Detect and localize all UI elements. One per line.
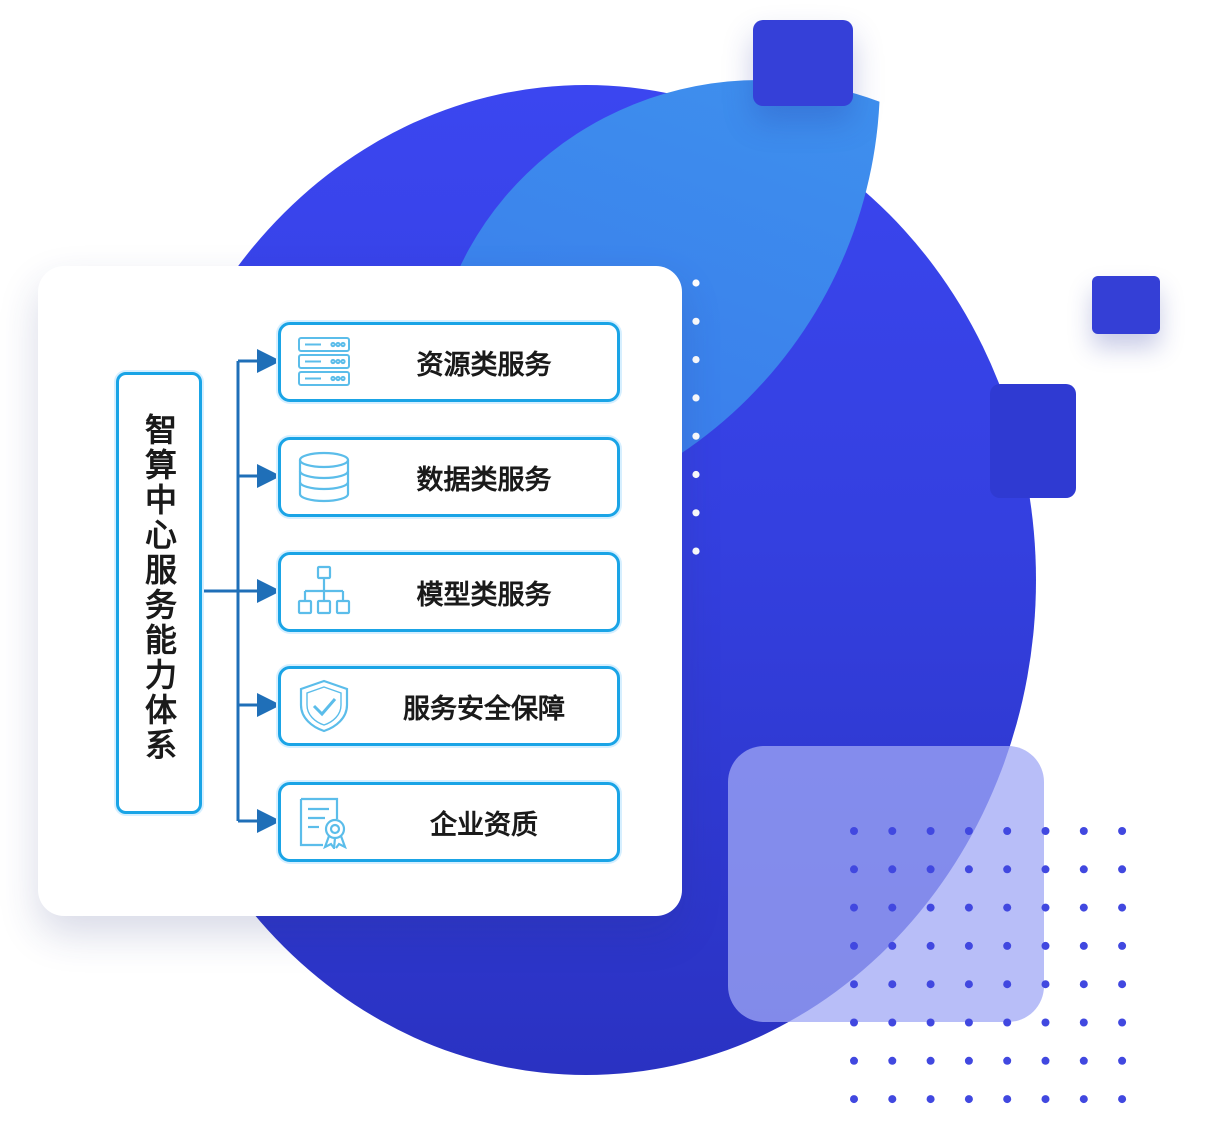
decor-dot xyxy=(926,980,935,989)
decor-dot xyxy=(1079,1095,1088,1104)
decor-dot xyxy=(1041,980,1050,989)
node-data-services: 数据类服务 xyxy=(278,437,620,517)
decor-square-mid xyxy=(990,384,1076,498)
decor-dot xyxy=(1041,903,1050,912)
node-resource-services: 资源类服务 xyxy=(278,322,620,402)
decor-dot xyxy=(1003,865,1012,874)
decor-dot xyxy=(1118,865,1127,874)
decor-dot xyxy=(888,980,897,989)
decor-dot xyxy=(1003,903,1012,912)
node-label: 数据类服务 xyxy=(416,464,552,496)
decor-dot xyxy=(1003,827,1012,835)
decor-dot xyxy=(692,547,700,555)
shield-check-icon xyxy=(299,679,349,733)
decor-dot xyxy=(1079,1056,1088,1065)
decor-dot xyxy=(850,1095,858,1104)
decor-dot xyxy=(1003,1018,1012,1027)
decor-dot xyxy=(888,827,897,835)
decor-dot xyxy=(692,317,700,325)
decor-dot xyxy=(1079,980,1088,989)
decor-dot xyxy=(1118,980,1127,989)
dot-grid xyxy=(850,827,1127,1104)
server-rack-icon xyxy=(298,337,350,386)
decor-dot xyxy=(926,1056,935,1065)
white-dot-column xyxy=(692,279,700,555)
decor-dot xyxy=(964,980,973,989)
decor-dot xyxy=(888,1056,897,1065)
decor-dot xyxy=(1003,941,1012,950)
decor-dot xyxy=(964,827,973,835)
decor-dot xyxy=(964,1056,973,1065)
decor-dot xyxy=(1041,941,1050,950)
decor-dot xyxy=(888,903,897,912)
decor-dot xyxy=(1079,1018,1088,1027)
decor-dot xyxy=(1118,903,1127,912)
decor-dot xyxy=(692,356,700,364)
root-node: 智算中心服务能力体系 xyxy=(116,372,202,814)
decor-dot xyxy=(1079,941,1088,950)
decor-dot xyxy=(926,1095,935,1104)
decor-dot xyxy=(964,1095,973,1104)
decor-dot xyxy=(1118,1056,1127,1065)
decor-dot xyxy=(692,279,700,287)
decor-dot xyxy=(850,1056,858,1065)
decor-dot xyxy=(1041,1018,1050,1027)
decor-dot xyxy=(1118,1095,1127,1104)
decor-dot xyxy=(1003,1095,1012,1104)
decor-dot xyxy=(888,1095,897,1104)
node-label: 服务安全保障 xyxy=(403,693,565,725)
hierarchy-icon xyxy=(297,565,351,615)
decor-dot xyxy=(1003,980,1012,989)
decor-dot xyxy=(1118,827,1127,835)
decor-dot xyxy=(964,941,973,950)
decor-dot xyxy=(964,1018,973,1027)
decor-dot xyxy=(1118,1018,1127,1027)
decor-dot xyxy=(692,509,700,517)
decor-square-right xyxy=(1092,276,1160,334)
decor-glass-panel xyxy=(728,746,1044,1022)
decor-dot xyxy=(1079,827,1088,835)
node-label: 资源类服务 xyxy=(416,349,552,381)
node-label: 模型类服务 xyxy=(416,579,552,611)
decor-dot xyxy=(1041,1095,1050,1104)
decor-dot xyxy=(850,903,858,912)
decor-dot xyxy=(850,865,858,874)
decor-dot xyxy=(926,1018,935,1027)
decor-dot xyxy=(926,941,935,950)
decor-dot xyxy=(850,827,858,835)
decor-dot xyxy=(1041,865,1050,874)
node-model-services: 模型类服务 xyxy=(278,552,620,632)
decor-dot xyxy=(692,394,700,402)
decor-dot xyxy=(1079,903,1088,912)
decor-dot xyxy=(926,865,935,874)
decor-dot xyxy=(888,1018,897,1027)
decor-dot xyxy=(850,1018,858,1027)
decor-dot xyxy=(888,941,897,950)
decor-dot xyxy=(850,980,858,989)
database-icon xyxy=(298,451,350,503)
decor-dot xyxy=(692,432,700,440)
decor-dot xyxy=(926,903,935,912)
node-service-security: 服务安全保障 xyxy=(278,666,620,746)
decor-dot xyxy=(1003,1056,1012,1065)
decor-dot xyxy=(1079,865,1088,874)
certificate-icon xyxy=(299,797,347,849)
decor-dot xyxy=(926,827,935,835)
node-enterprise-qualification: 企业资质 xyxy=(278,782,620,862)
decor-dot xyxy=(1118,941,1127,950)
decor-dot xyxy=(964,865,973,874)
decor-dot xyxy=(692,470,700,479)
decor-dot xyxy=(888,865,897,874)
decor-dot xyxy=(1041,1056,1050,1065)
node-label: 企业资质 xyxy=(430,809,538,841)
decor-square-top xyxy=(753,20,853,106)
root-node-label: 智算中心服务能力体系 xyxy=(140,413,178,763)
decor-dot xyxy=(850,941,858,950)
decor-dot xyxy=(1041,827,1050,835)
decor-dot xyxy=(964,903,973,912)
